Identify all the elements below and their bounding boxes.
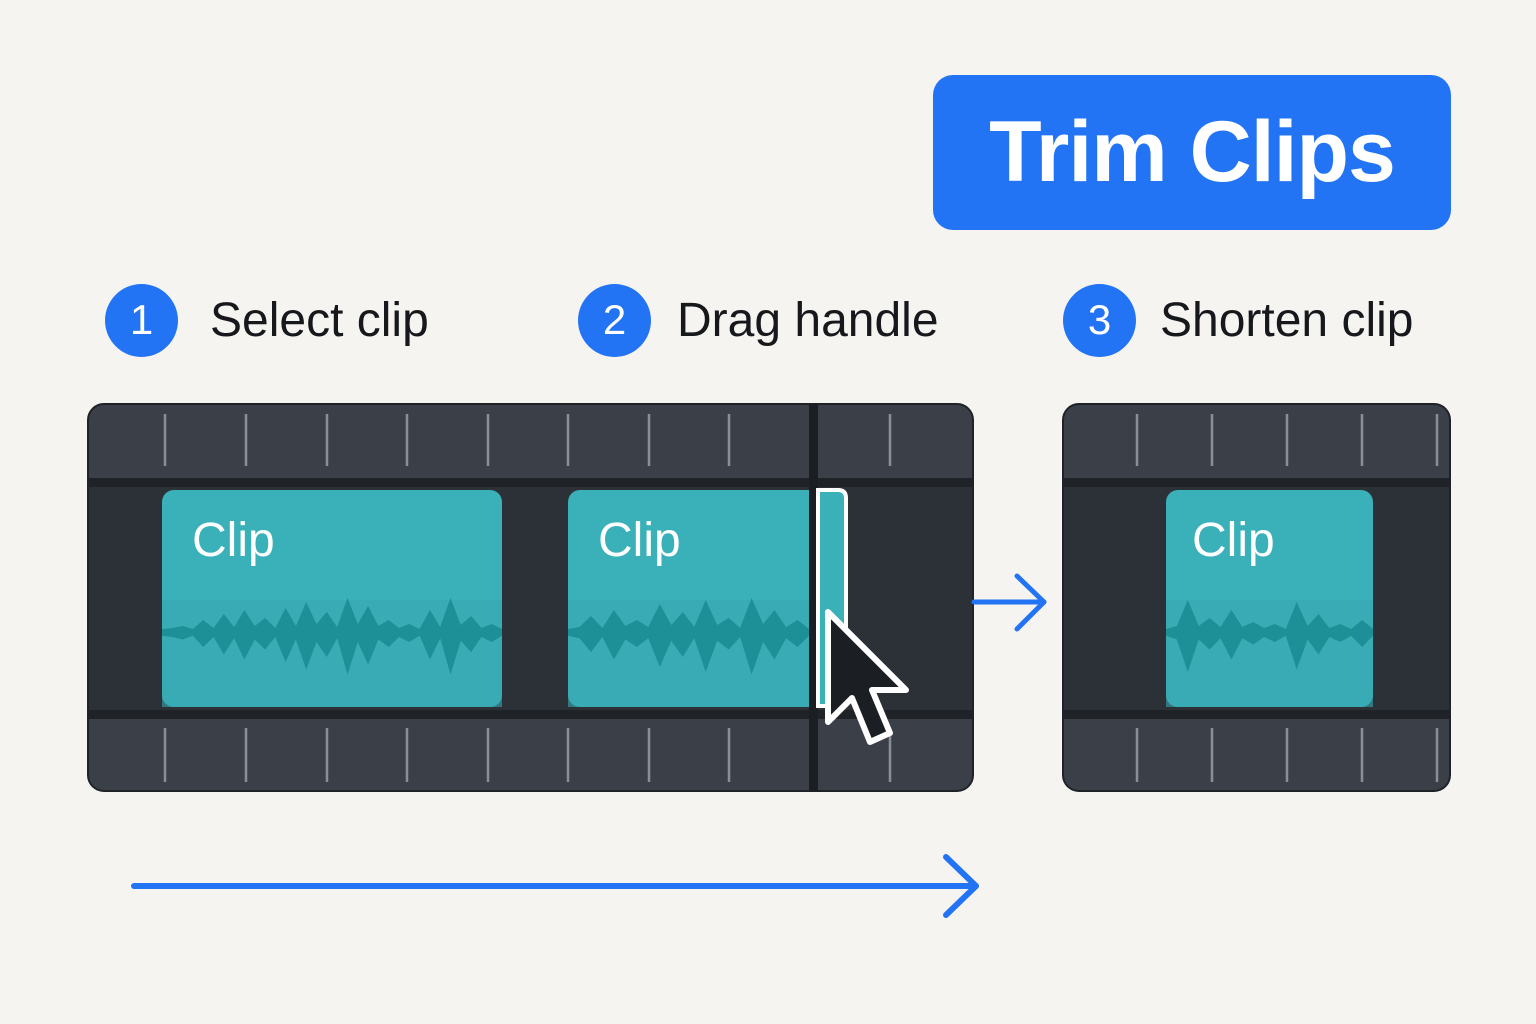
timeline-after — [1063, 404, 1450, 791]
step-1-number-badge: 1 — [105, 283, 178, 357]
clip-label: Clip — [1192, 514, 1275, 567]
timeline-direction-arrow-icon — [131, 854, 979, 918]
step-1-label: Select clip — [210, 293, 429, 347]
right-arrow-icon — [971, 573, 1047, 632]
trim-line — [809, 404, 818, 791]
step-2: 2 Drag handle — [578, 283, 939, 357]
step-3: 3 Shorten clip — [1063, 283, 1413, 357]
step-2-number-badge: 2 — [578, 283, 651, 357]
clip-label: Clip — [598, 514, 681, 567]
waveform — [1166, 600, 1373, 672]
clip-before-first[interactable]: Clip — [162, 490, 502, 707]
ruler-ticks — [163, 414, 892, 782]
title-banner: Trim Clips — [933, 75, 1451, 230]
step-3-label: Shorten clip — [1160, 293, 1414, 347]
step-1: 1 Select clip — [105, 283, 429, 357]
clip-after[interactable]: Clip — [1166, 490, 1373, 707]
step-3-number-badge: 3 — [1063, 283, 1136, 357]
ruler-bottom — [88, 719, 973, 791]
ruler-top — [1063, 404, 1450, 478]
ruler-top — [88, 404, 973, 478]
cursor-arrow-icon — [825, 609, 909, 745]
clip-before-second[interactable]: Clip — [568, 490, 838, 707]
waveform — [162, 598, 502, 675]
step-2-label: Drag handle — [677, 293, 939, 347]
ruler-bottom — [1063, 719, 1450, 791]
clip-label: Clip — [192, 514, 275, 567]
waveform — [568, 598, 809, 675]
ruler-ticks — [1135, 414, 1439, 782]
